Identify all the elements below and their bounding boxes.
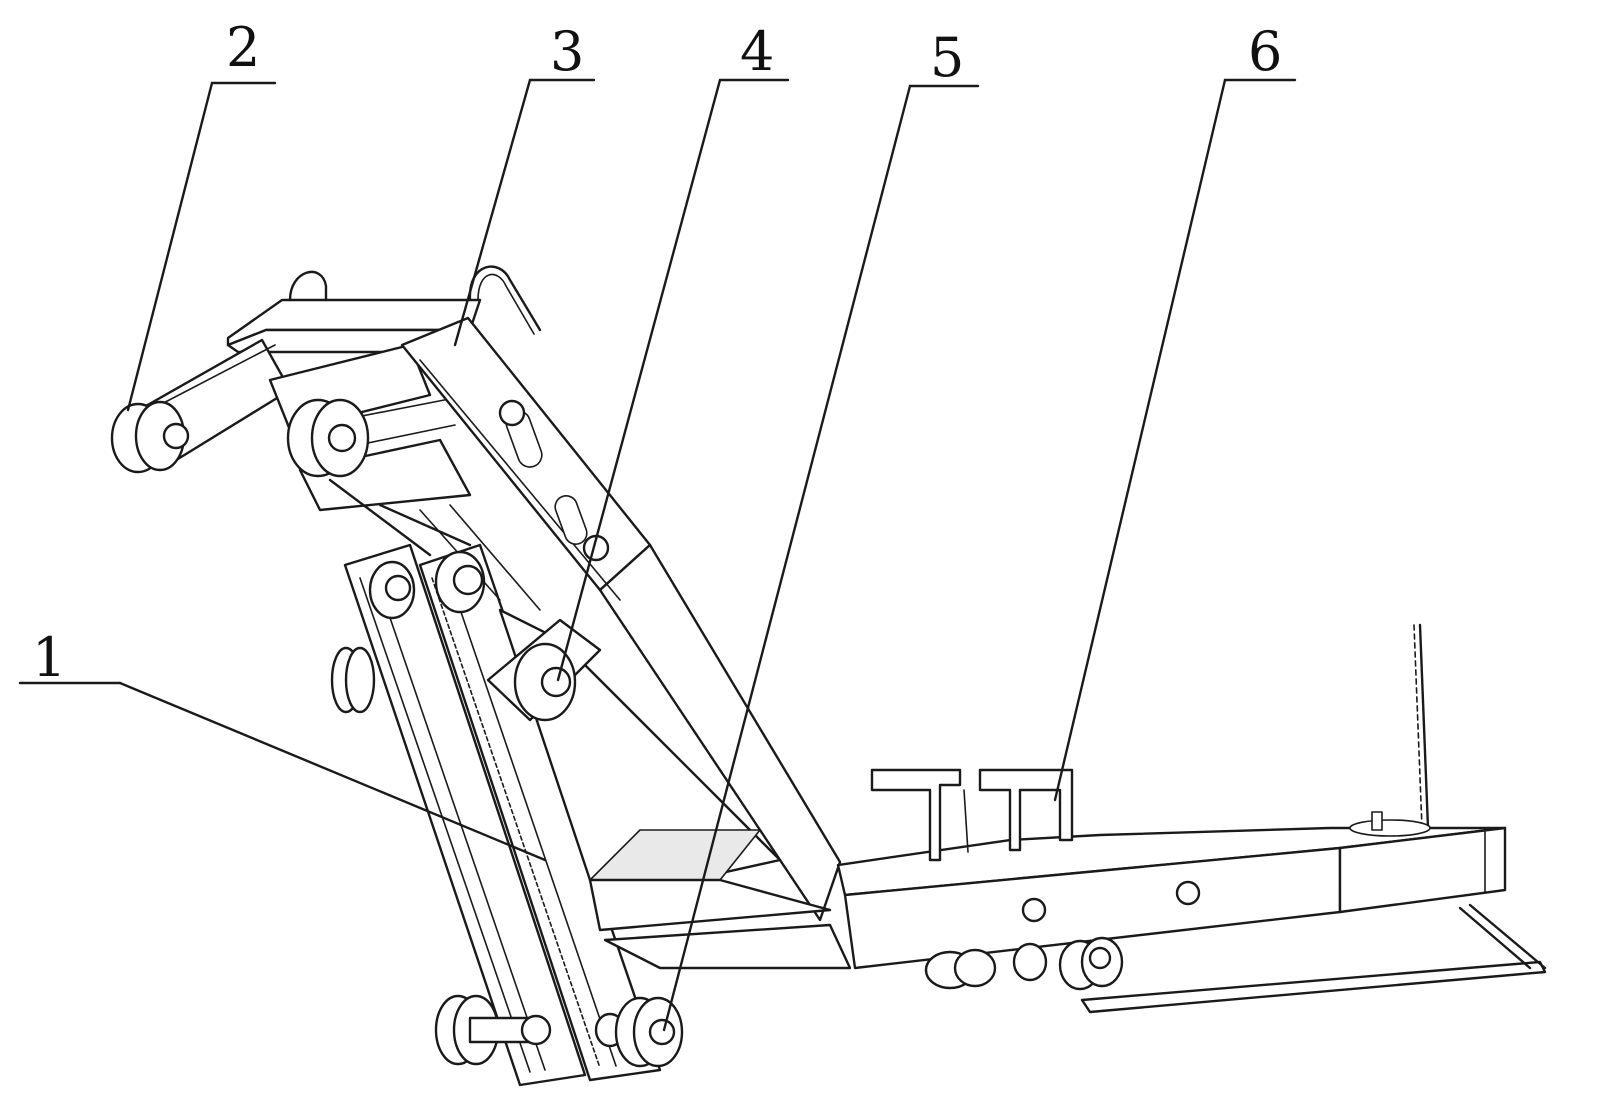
post-left (870, 768, 962, 862)
label-1: 1 (32, 626, 66, 689)
horizontal-beam (836, 623, 1547, 1014)
label-4: 4 (740, 20, 774, 83)
top-hook-right (468, 265, 542, 332)
leader-5 (662, 84, 912, 1032)
roller-5-hub (648, 1018, 676, 1046)
roller-4 (486, 618, 602, 722)
leg-rail-left (343, 543, 587, 1087)
label-2: 2 (226, 16, 260, 79)
vertical-pin (1418, 623, 1430, 830)
label-5: 5 (930, 26, 964, 89)
bottom-rollers (434, 994, 684, 1068)
leader-6 (1053, 78, 1227, 802)
roller-4-hub (540, 666, 572, 698)
leader-2 (126, 81, 214, 412)
bolt-upper (498, 399, 526, 427)
part-labels: 1 2 3 4 5 6 (32, 16, 1282, 689)
slot-lower (554, 495, 588, 545)
roller-2-hub (162, 422, 190, 450)
leader-3 (453, 78, 532, 347)
leader-lines (18, 78, 1297, 1032)
beam-end-block (1338, 826, 1507, 914)
lower-sled (1080, 960, 1547, 1014)
upper-rollers (110, 398, 370, 478)
leg-lower-block (588, 878, 832, 932)
label-6: 6 (1248, 20, 1282, 83)
post-right (978, 768, 1074, 852)
leader-1 (118, 681, 547, 862)
upper-side-plate-lower (598, 543, 842, 922)
leader-4 (556, 78, 722, 682)
beam-bolt-1 (1021, 897, 1047, 923)
beam-bolt-2 (1175, 880, 1201, 906)
leg-bottom-plate (603, 923, 852, 970)
top-hook-left (288, 270, 328, 302)
label-3: 3 (550, 20, 584, 83)
crossbar-mid (298, 438, 472, 512)
